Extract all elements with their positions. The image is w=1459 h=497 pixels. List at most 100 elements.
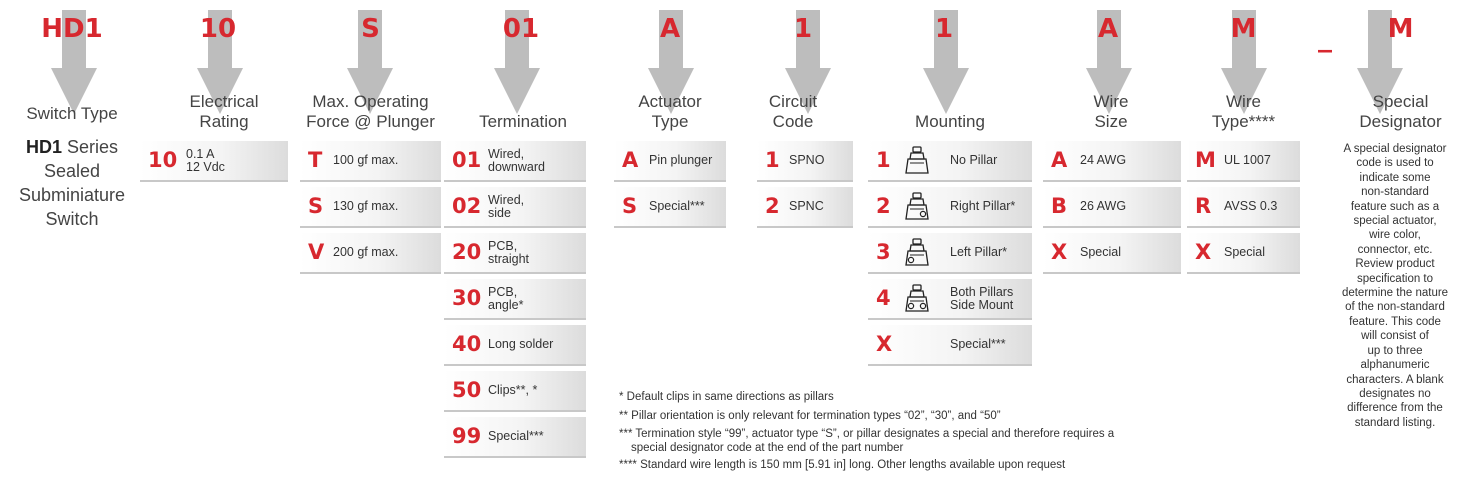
- option-row: 20 PCB,straight: [444, 233, 586, 274]
- option-row: A Pin plunger: [614, 141, 726, 182]
- option-desc-line2: side: [488, 205, 511, 220]
- option-key: R: [1195, 194, 1212, 218]
- code-circuit-code: 1: [793, 14, 813, 44]
- special-text-line: up to three: [1367, 344, 1423, 357]
- option-desc-line1: 0.1 A: [186, 146, 215, 161]
- footnote: special designator code at the end of th…: [631, 442, 904, 454]
- option-key: 02: [452, 194, 482, 218]
- option-desc: AVSS 0.3: [1224, 199, 1278, 213]
- option-key: 50: [452, 378, 482, 402]
- option-row: 50 Clips**, *: [444, 371, 586, 412]
- special-text-line: wire color,: [1369, 229, 1421, 242]
- option-key: 01: [452, 148, 482, 172]
- option-row: 10 0.1 A 12 Vdc: [140, 141, 288, 182]
- option-key: B: [1051, 194, 1068, 218]
- option-row: A 24 AWG: [1043, 141, 1181, 182]
- code-switch-type: HD1: [41, 14, 103, 44]
- option-key: X: [1051, 240, 1068, 264]
- option-desc-line2: 12 Vdc: [186, 159, 225, 174]
- option-desc: SPNC: [789, 199, 824, 213]
- option-key: 30: [452, 286, 482, 310]
- switch-type-line2: Sealed: [43, 161, 101, 181]
- option-row: T 100 gf max.: [300, 141, 441, 182]
- footnote: *** Termination style “99”, actuator typ…: [619, 428, 1115, 440]
- option-desc: UL 1007: [1224, 153, 1271, 167]
- option-desc: 200 gf max.: [333, 245, 399, 259]
- option-row: S 130 gf max.: [300, 187, 441, 228]
- special-text-line: designates no: [1359, 387, 1431, 400]
- special-text-line: indicate some: [1359, 171, 1431, 184]
- switch-type-bold: HD1: [25, 137, 62, 157]
- special-text-line: specification to: [1356, 272, 1434, 285]
- option-desc-line2: downward: [488, 159, 545, 174]
- option-row: 3 Left Pillar*: [868, 233, 1032, 274]
- option-key: 2: [876, 194, 891, 218]
- code-electrical-rating: 10: [199, 14, 237, 44]
- special-text-line: alphanumeric: [1360, 359, 1430, 372]
- code-actuator-type: A: [659, 14, 681, 44]
- special-text-line: difference from the: [1347, 402, 1443, 415]
- title-termination: Termination: [479, 112, 567, 131]
- option-row: 02 Wired,side: [444, 187, 586, 228]
- option-key: A: [622, 148, 639, 172]
- special-text-line: determine the nature: [1341, 287, 1449, 300]
- option-key: 10: [148, 148, 178, 172]
- special-text-line: feature. This code: [1349, 315, 1441, 328]
- special-text-line: A special designator: [1343, 143, 1447, 155]
- code-wire-size: A: [1097, 14, 1119, 44]
- option-key: 20: [452, 240, 482, 264]
- option-key: 99: [452, 424, 482, 448]
- special-text-line: non-standard: [1361, 186, 1429, 199]
- option-desc-line2: Side Mount: [950, 297, 1014, 312]
- option-desc-line1: Right Pillar*: [950, 199, 1016, 213]
- switch-both-pillars-icon: [902, 283, 932, 315]
- code-mounting: 1: [934, 14, 954, 44]
- special-text-line: code is used to: [1356, 157, 1434, 170]
- option-key: S: [308, 194, 324, 218]
- option-desc: Pin plunger: [649, 153, 713, 167]
- option-desc-line1: Long solder: [488, 337, 554, 351]
- option-row: 30 PCB,angle*: [444, 279, 586, 320]
- code-wire-type: M: [1230, 14, 1257, 44]
- option-desc-line1: PCB,: [488, 238, 518, 253]
- option-key: A: [1051, 148, 1068, 172]
- option-row: S Special***: [614, 187, 726, 228]
- option-desc-line1: Special***: [488, 429, 544, 443]
- special-text-line: of the non-standard: [1345, 301, 1445, 314]
- option-key: V: [308, 240, 325, 264]
- option-key: M: [1195, 148, 1216, 172]
- option-desc-line1: Left Pillar*: [950, 245, 1007, 259]
- title-mounting: Mounting: [915, 112, 985, 131]
- option-desc: 100 gf max.: [333, 153, 399, 167]
- option-desc: Special: [1224, 245, 1265, 259]
- switch-right-pillar-icon: [902, 191, 932, 223]
- option-desc-line1: No Pillar: [950, 153, 998, 167]
- code-operating-force: S: [361, 14, 380, 44]
- option-key: X: [876, 332, 893, 356]
- option-desc: Special***: [649, 199, 705, 213]
- option-desc: 24 AWG: [1080, 153, 1127, 167]
- option-desc-line1: Both Pillars: [950, 284, 1014, 299]
- option-desc-line1: Clips**, *: [488, 383, 538, 397]
- option-desc-line1: Wired,: [488, 146, 525, 161]
- special-text-line: standard listing.: [1354, 416, 1436, 429]
- option-key: 3: [876, 240, 891, 264]
- switch-type-line3: Subminiature: [18, 185, 126, 205]
- footnote: ** Pillar orientation is only relevant f…: [619, 410, 1001, 422]
- option-desc: Special: [1080, 245, 1121, 259]
- option-row: R AVSS 0.3: [1187, 187, 1300, 228]
- option-desc-line2: angle*: [488, 297, 524, 312]
- option-desc-line1: PCB,: [488, 284, 518, 299]
- option-row: M UL 1007: [1187, 141, 1300, 182]
- option-desc-line1: Special***: [950, 337, 1006, 351]
- option-desc-line1: Wired,: [488, 192, 525, 207]
- option-desc-line2: straight: [488, 251, 529, 266]
